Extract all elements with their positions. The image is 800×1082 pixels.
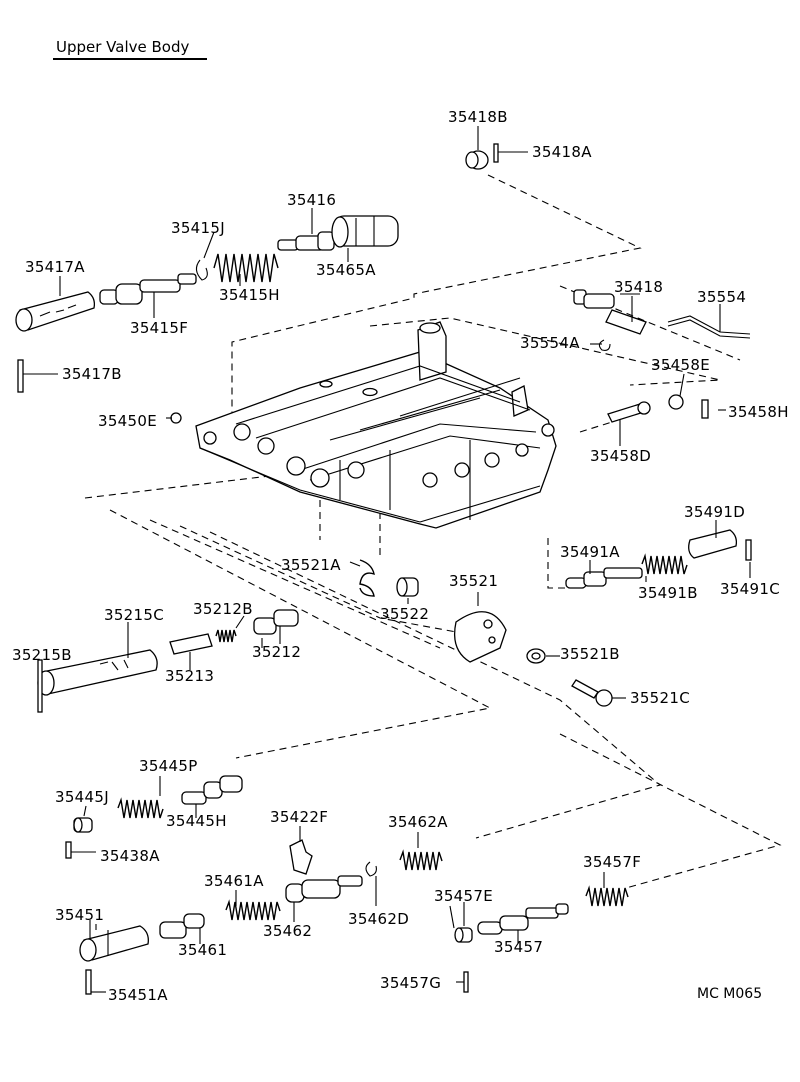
label-35445J: 35445J: [55, 788, 109, 806]
part-35422F-clip: [289, 839, 313, 875]
label-35212: 35212: [252, 643, 302, 661]
label-35418B: 35418B: [448, 108, 508, 126]
label-35462A: 35462A: [388, 813, 448, 831]
label-35461A: 35461A: [204, 872, 264, 890]
label-35445P: 35445P: [139, 757, 198, 775]
label-35417B: 35417B: [62, 365, 122, 383]
part-35212B-spring: [215, 629, 237, 643]
part-35445J-plug: [73, 817, 93, 833]
label-35457F: 35457F: [583, 853, 642, 871]
label-35521: 35521: [449, 572, 499, 590]
part-35491D-sleeve: [688, 529, 738, 559]
part-35458D-valve: [607, 401, 651, 446]
part-35457G-pin: [463, 971, 469, 993]
part-35457-valve: [477, 903, 569, 944]
diagram-title: Upper Valve Body: [56, 38, 190, 56]
label-35418A: 35418A: [532, 143, 592, 161]
label-35521C: 35521C: [630, 689, 690, 707]
upper-valve-body: [195, 321, 557, 529]
part-35521C-bolt: [571, 679, 613, 707]
label-35415H: 35415H: [219, 286, 280, 304]
part-35215B-pin: [37, 659, 43, 713]
part-35213-plunger: [169, 633, 213, 670]
assembly-guide-lines: [84, 174, 782, 889]
part-35462-valve: [285, 875, 363, 903]
label-35521A: 35521A: [281, 556, 341, 574]
label-35462: 35462: [263, 922, 313, 940]
part-35491B-spring: [641, 553, 688, 575]
label-35461: 35461: [178, 941, 228, 959]
part-35491C-pin: [745, 539, 752, 561]
label-35458H: 35458H: [728, 403, 789, 421]
label-35451: 35451: [55, 906, 105, 924]
part-35417A-sleeve: [15, 291, 96, 332]
part-35415F-valve: [99, 273, 197, 318]
part-35521-cam: [453, 592, 507, 663]
part-35554A-clip: [598, 339, 611, 351]
label-35465A: 35465A: [316, 261, 376, 279]
label-35422F: 35422F: [270, 808, 329, 826]
label-35458D: 35458D: [590, 447, 652, 465]
part-35451A-pin: [85, 969, 92, 995]
label-35491A: 35491A: [560, 543, 620, 561]
part-35521A-spring: [359, 559, 375, 597]
label-35491B: 35491B: [638, 584, 698, 602]
label-35415J: 35415J: [171, 219, 225, 237]
part-35458E-plug: [668, 394, 684, 410]
part-35461A-spring: [225, 899, 281, 921]
part-35417B-pin: [17, 359, 24, 393]
label-35451A: 35451A: [108, 986, 168, 1004]
part-35554-rod: [667, 315, 751, 339]
part-35457F-spring: [585, 885, 629, 907]
part-35418-valve: [573, 289, 647, 335]
label-35522: 35522: [380, 605, 430, 623]
part-35415J-clip: [195, 259, 208, 281]
part-35212-valve: [253, 609, 299, 644]
part-35418B-plug: [465, 150, 489, 170]
part-35465A-sleeve: [331, 215, 399, 248]
part-35418A-pin: [493, 143, 499, 163]
label-35457G: 35457G: [380, 974, 442, 992]
label-35462D: 35462D: [348, 910, 410, 928]
part-35450E-ball: [170, 412, 182, 424]
label-35457E: 35457E: [434, 887, 493, 905]
part-35415H-spring: [213, 253, 279, 283]
label-35416: 35416: [287, 191, 337, 209]
label-35458E: 35458E: [651, 356, 710, 374]
label-35215C: 35215C: [104, 606, 164, 624]
label-35415F: 35415F: [130, 319, 189, 337]
label-35554A: 35554A: [520, 334, 580, 352]
label-35445H: 35445H: [166, 812, 227, 830]
part-35462A-spring: [399, 849, 443, 871]
label-35215B: 35215B: [12, 646, 72, 664]
label-35417A: 35417A: [25, 258, 85, 276]
part-35438A-pin: [65, 841, 72, 859]
label-35491C: 35491C: [720, 580, 780, 598]
part-35451-sleeve: [79, 920, 149, 962]
label-35418: 35418: [614, 278, 664, 296]
part-35445H-valve: [181, 775, 243, 818]
part-35491A-valve: [565, 567, 643, 589]
label-35438A: 35438A: [100, 847, 160, 865]
leader-lines: [59, 126, 751, 983]
label-35554: 35554: [697, 288, 747, 306]
label-35521B: 35521B: [560, 645, 620, 663]
drawing-code: MC M065: [697, 986, 763, 1002]
part-35462D-clip: [365, 861, 377, 877]
part-35522-plug: [396, 577, 419, 597]
title-underline: [53, 58, 207, 60]
part-35461-valve: [159, 913, 205, 944]
part-35458H-pin: [701, 399, 709, 419]
label-35450E: 35450E: [98, 412, 157, 430]
part-35445P-spring: [117, 797, 164, 819]
label-35212B: 35212B: [193, 600, 253, 618]
part-35416-valve: [277, 208, 335, 251]
label-35457: 35457: [494, 938, 544, 956]
part-35457E-plug: [454, 902, 473, 943]
label-35213: 35213: [165, 667, 215, 685]
label-35491D: 35491D: [684, 503, 746, 521]
